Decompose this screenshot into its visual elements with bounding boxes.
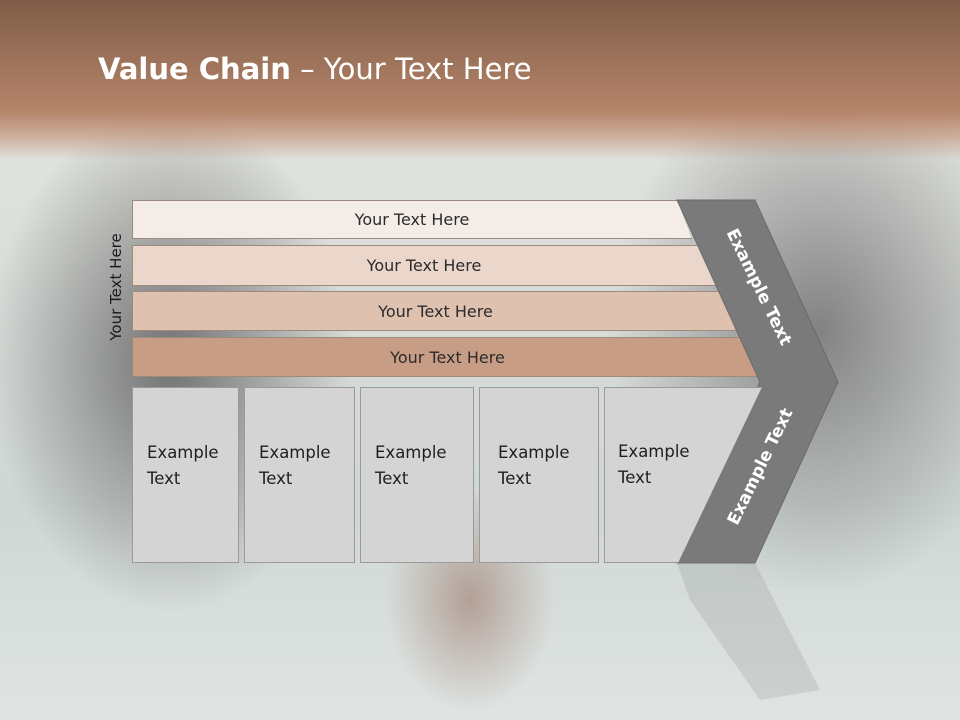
support-bar-1: Your Text Here: [132, 200, 692, 239]
chevron-shape: [676, 199, 839, 564]
support-bar-1-label: Your Text Here: [354, 210, 470, 229]
activity-1-line2: Text: [147, 469, 181, 488]
activity-3-line2: Text: [375, 469, 409, 488]
activity-5-line1: Example: [618, 442, 690, 461]
activity-4-line1: Example: [498, 443, 570, 462]
activity-4-line2: Text: [498, 469, 532, 488]
title-band: [0, 0, 960, 160]
activity-1-line1: Example: [147, 443, 219, 462]
activity-cell-3: Example Text: [360, 387, 474, 563]
activity-5-line2: Text: [618, 468, 652, 487]
title-rest: – Your Text Here: [290, 52, 532, 86]
activity-2-line1: Example: [259, 443, 331, 462]
support-bar-3: Your Text Here: [132, 291, 739, 331]
chevron-reflection: [677, 563, 820, 700]
support-bar-2-label: Your Text Here: [366, 256, 482, 275]
support-bar-3-label: Your Text Here: [378, 301, 493, 321]
activity-3-line1: Example: [375, 443, 447, 462]
activity-2-line2: Text: [259, 469, 293, 488]
support-bar-2: Your Text Here: [132, 245, 716, 286]
activity-cell-4: Example Text: [479, 387, 599, 563]
support-bar-4-label: Your Text Here: [390, 347, 505, 367]
title-bold: Value Chain: [98, 52, 291, 86]
support-bar-4: Your Text Here: [132, 337, 763, 377]
activity-cell-2: Example Text: [244, 387, 355, 563]
slide-title: Value Chain – Your Text Here: [98, 52, 532, 86]
activity-cell-1: Example Text: [132, 387, 239, 563]
